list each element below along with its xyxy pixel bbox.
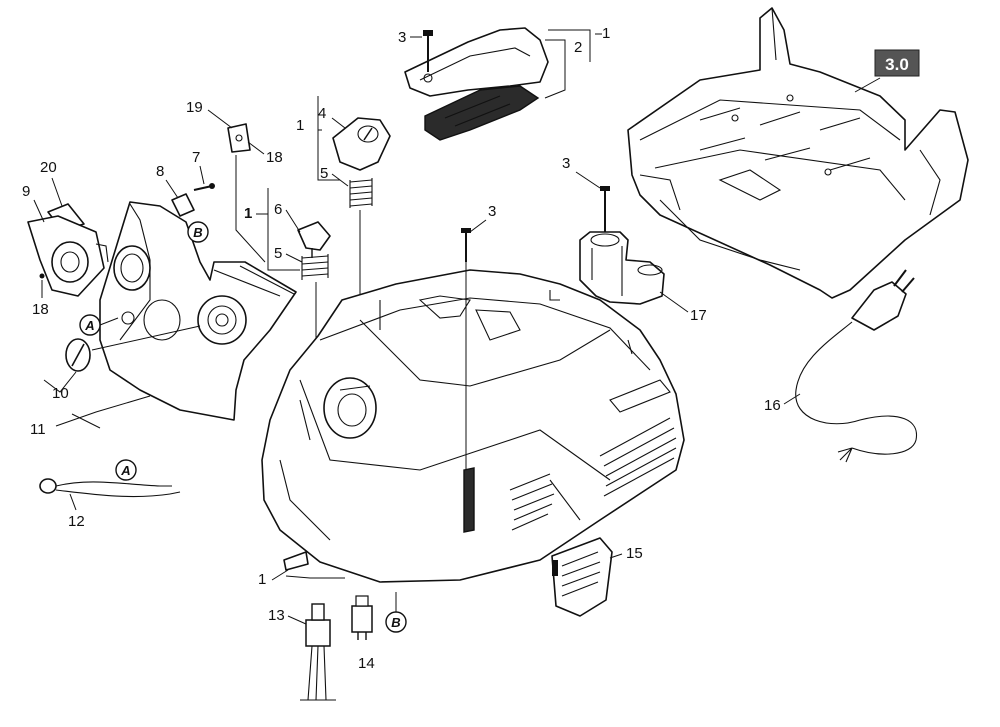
marker-b-bottom: B bbox=[385, 611, 407, 633]
svg-text:A: A bbox=[84, 318, 94, 333]
callout-6: 6 bbox=[274, 201, 282, 218]
callout-14: 14 bbox=[358, 655, 375, 672]
callout-4: 4 bbox=[318, 105, 326, 122]
callout-19: 19 bbox=[186, 99, 203, 116]
marker-b-top: B bbox=[187, 221, 209, 243]
callout-11: 11 bbox=[30, 421, 46, 438]
callout-3-right: 3 bbox=[562, 155, 570, 172]
holder-17 bbox=[579, 231, 665, 305]
callout-12: 12 bbox=[68, 513, 85, 530]
knob-10 bbox=[65, 338, 91, 372]
power-cord bbox=[795, 269, 918, 463]
bracket-8 bbox=[171, 193, 195, 217]
callout-1-bold: 1 bbox=[244, 205, 252, 222]
callout-13: 13 bbox=[268, 607, 285, 624]
holder-6 bbox=[297, 221, 331, 258]
callout-1-top: 1 bbox=[602, 25, 610, 42]
callout-3-mid: 3 bbox=[488, 203, 496, 220]
cable-12 bbox=[39, 478, 181, 498]
callout-3-top: 3 bbox=[398, 29, 406, 46]
svg-text:B: B bbox=[193, 225, 202, 240]
callout-16: 16 bbox=[764, 397, 781, 414]
callout-20: 20 bbox=[40, 159, 57, 176]
screw-7 bbox=[193, 183, 215, 191]
socket-9 bbox=[27, 215, 109, 297]
switch-cap bbox=[332, 117, 391, 171]
front-panel-11 bbox=[99, 201, 297, 421]
label-plate bbox=[227, 123, 251, 153]
handle-assembly bbox=[404, 27, 549, 141]
callout-18-top: 18 bbox=[266, 149, 283, 166]
callout-2-top: 2 bbox=[574, 39, 582, 56]
screw-top bbox=[423, 30, 433, 72]
main-housing bbox=[261, 269, 685, 583]
callout-18-left: 18 bbox=[32, 301, 49, 318]
marker-a-left: A bbox=[79, 314, 101, 336]
callout-8: 8 bbox=[156, 163, 164, 180]
callout-17: 17 bbox=[690, 307, 707, 324]
callout-5-b: 5 bbox=[274, 245, 282, 262]
badge-3-0: 3.0 bbox=[874, 49, 920, 77]
callout-7: 7 bbox=[192, 149, 200, 166]
callout-5-a: 5 bbox=[320, 165, 328, 182]
callout-9: 9 bbox=[22, 183, 30, 200]
spring-lower bbox=[301, 254, 329, 280]
base-chassis bbox=[627, 7, 969, 299]
part-1-bottom bbox=[283, 551, 309, 571]
screw-18-left bbox=[39, 273, 45, 279]
cover-15 bbox=[551, 537, 613, 617]
screw-mid bbox=[461, 228, 471, 262]
badge-label: 3.0 bbox=[885, 55, 909, 74]
svg-text:A: A bbox=[120, 463, 130, 478]
marker-a-wire: A bbox=[115, 459, 137, 481]
switch-13 bbox=[300, 603, 336, 701]
svg-text:B: B bbox=[391, 615, 400, 630]
callout-1-bottom: 1 bbox=[258, 571, 266, 588]
switch-14 bbox=[351, 595, 373, 640]
callout-15: 15 bbox=[626, 545, 643, 562]
spring-upper bbox=[349, 178, 373, 208]
callout-1-mid: 1 bbox=[296, 117, 304, 134]
